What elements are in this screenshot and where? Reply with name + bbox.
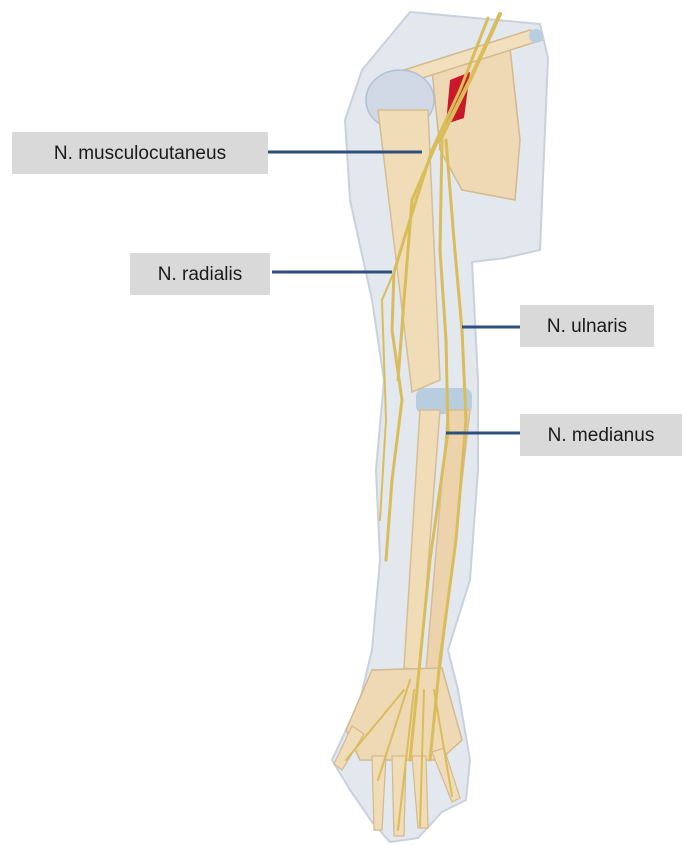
label-radialis: N. radialis xyxy=(130,253,270,295)
label-medianus: N. medianus xyxy=(520,414,682,456)
label-ulnaris: N. ulnaris xyxy=(520,305,654,347)
clavicle-end xyxy=(529,29,543,43)
label-musculocutaneus: N. musculocutaneus xyxy=(12,132,268,174)
